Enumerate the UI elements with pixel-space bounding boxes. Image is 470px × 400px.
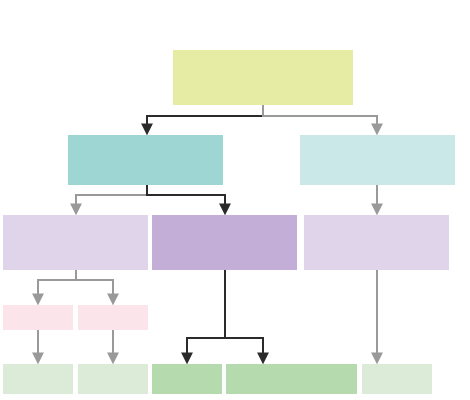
node-box-leaf-1: [3, 364, 73, 394]
node-level3-pink-right: [78, 305, 148, 330]
edge-root-to-level1-left: [141, 105, 264, 136]
node-box-leaf-5: [362, 364, 432, 394]
node-level1-left: [68, 135, 223, 185]
node-box-leaf-2: [78, 364, 148, 394]
edge-level2-left-to-level3-pink-right: [75, 270, 119, 306]
node-level2-center: [152, 215, 297, 270]
node-box-root: [173, 50, 353, 105]
edge-root-to-level1-right: [262, 105, 383, 136]
node-level3-pink-left: [3, 305, 73, 330]
node-box-level2-right: [304, 215, 449, 270]
node-leaf-5: [362, 364, 432, 394]
node-root: [173, 50, 353, 105]
node-box-level2-left: [3, 215, 148, 270]
node-box-leaf-3: [152, 364, 222, 394]
node-box-level1-right: [300, 135, 455, 185]
edge-level2-left-to-level3-pink-left: [32, 270, 77, 306]
edge-level1-left-to-level2-left: [70, 185, 148, 216]
node-box-level3-pink-right: [78, 305, 148, 330]
node-box-level2-center: [152, 215, 297, 270]
edge-level1-left-to-level2-center: [146, 185, 231, 216]
node-box-leaf-4: [226, 364, 357, 394]
node-box-level1-left: [68, 135, 223, 185]
node-level2-left: [3, 215, 148, 270]
nodes-layer: [3, 50, 455, 394]
node-level1-right: [300, 135, 455, 185]
node-leaf-4: [226, 364, 357, 394]
node-leaf-2: [78, 364, 148, 394]
node-level2-right: [304, 215, 449, 270]
edge-level2-center-to-leaf-4: [224, 270, 269, 365]
node-leaf-1: [3, 364, 73, 394]
node-box-level3-pink-left: [3, 305, 73, 330]
node-leaf-3: [152, 364, 222, 394]
edges-layer: [32, 105, 383, 365]
edge-level2-center-to-leaf-3: [181, 270, 226, 365]
